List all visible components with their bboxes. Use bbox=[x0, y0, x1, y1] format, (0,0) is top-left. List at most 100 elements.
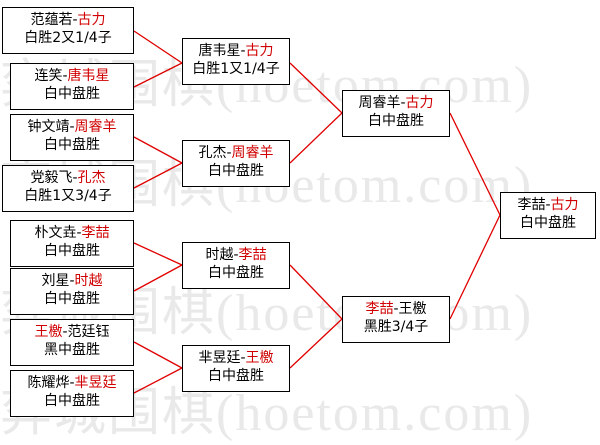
player-name: 孔杰 bbox=[198, 145, 227, 161]
bracket-line bbox=[289, 112, 343, 164]
bracket-line bbox=[133, 341, 183, 369]
match-box: 刘星-时越 白中盘胜 bbox=[10, 268, 134, 315]
match-players: 王檄-范廷钰 bbox=[11, 323, 133, 341]
bracket-line bbox=[133, 264, 183, 292]
match-box: 朴文垚-李喆 白中盘胜 bbox=[10, 220, 134, 267]
match-box: 周睿羊-古力 白中盘胜 bbox=[342, 90, 450, 137]
match-box: 唐韦星-古力 白胜1又1/4子 bbox=[182, 38, 290, 85]
separator: - bbox=[69, 375, 75, 391]
match-players: 连笑-唐韦星 bbox=[11, 67, 133, 85]
player-name: 党毅飞 bbox=[30, 170, 73, 186]
match-players: 唐韦星-古力 bbox=[183, 42, 289, 60]
bracket-line bbox=[289, 264, 343, 320]
match-result: 白中盘胜 bbox=[44, 291, 100, 307]
match-box: 范蕴若-古力 白胜2又1/4子 bbox=[2, 7, 134, 54]
match-box: 王檄-范廷钰 黑中盘胜 bbox=[10, 319, 134, 366]
match-box: 连笑-唐韦星 白中盘胜 bbox=[10, 63, 134, 110]
player-name: 周睿羊 bbox=[358, 95, 401, 111]
separator: - bbox=[240, 350, 246, 366]
match-players: 芈昱廷-王檄 bbox=[183, 349, 289, 367]
match-box: 时越-李喆 白中盘胜 bbox=[182, 242, 290, 289]
match-result: 白中盘胜 bbox=[368, 113, 424, 129]
match-result: 黑胜3/4子 bbox=[363, 319, 429, 335]
match-players: 钟文靖-周睿羊 bbox=[11, 118, 133, 136]
player-name: 刘星 bbox=[41, 273, 70, 289]
match-players: 党毅飞-孔杰 bbox=[3, 169, 133, 187]
separator: - bbox=[69, 119, 75, 135]
match-result: 白中盘胜 bbox=[44, 243, 100, 259]
match-result: 白中盘胜 bbox=[44, 393, 100, 409]
player-name-winner: 周睿羊 bbox=[74, 119, 117, 135]
bracket-lines bbox=[133, 30, 501, 394]
player-name: 范廷钰 bbox=[67, 324, 110, 340]
separator: - bbox=[62, 324, 68, 340]
player-name: 王檄 bbox=[398, 301, 427, 317]
player-name-winner: 古力 bbox=[245, 43, 274, 59]
match-result: 白中盘胜 bbox=[520, 215, 576, 231]
match-result: 黑中盘胜 bbox=[44, 342, 100, 358]
match-box: 陈耀烨-芈昱廷 白中盘胜 bbox=[10, 370, 134, 417]
match-result: 白中盘胜 bbox=[44, 86, 100, 102]
final-match-box: 李喆-古力 白中盘胜 bbox=[500, 192, 596, 239]
separator: - bbox=[72, 12, 78, 28]
player-name-winner: 王檄 bbox=[34, 324, 63, 340]
match-result: 白中盘胜 bbox=[208, 265, 264, 281]
player-name-winner: 古力 bbox=[405, 95, 434, 111]
match-players: 陈耀烨-芈昱廷 bbox=[11, 374, 133, 392]
bracket-line bbox=[133, 367, 183, 394]
player-name-winner: 王檄 bbox=[245, 350, 274, 366]
bracket-line bbox=[449, 214, 501, 320]
match-box: 芈昱廷-王檄 白中盘胜 bbox=[182, 345, 290, 392]
match-result: 白中盘胜 bbox=[44, 137, 100, 153]
match-players: 朴文垚-李喆 bbox=[11, 224, 133, 242]
match-result: 白胜1又1/4子 bbox=[192, 61, 280, 77]
player-name-winner: 古力 bbox=[550, 197, 579, 213]
match-players: 周睿羊-古力 bbox=[343, 94, 449, 112]
player-name-winner: 李喆 bbox=[365, 301, 394, 317]
player-name: 时越 bbox=[205, 247, 234, 263]
separator: - bbox=[62, 68, 68, 84]
bracket-line bbox=[133, 242, 183, 266]
separator: - bbox=[69, 273, 75, 289]
match-result: 白胜2又1/4子 bbox=[24, 30, 112, 46]
separator: - bbox=[76, 225, 82, 241]
player-name-winner: 芈昱廷 bbox=[74, 375, 117, 391]
player-name: 连笑 bbox=[34, 68, 63, 84]
player-name-winner: 周睿羊 bbox=[231, 145, 274, 161]
bracket-line bbox=[289, 62, 343, 114]
bracket-line bbox=[289, 318, 343, 369]
match-players: 范蕴若-古力 bbox=[3, 11, 133, 29]
match-result: 白中盘胜 bbox=[208, 368, 264, 384]
bracket-line bbox=[133, 62, 183, 88]
match-box: 党毅飞-孔杰 白胜1又3/4子 bbox=[2, 165, 134, 212]
player-name-winner: 时越 bbox=[74, 273, 103, 289]
separator: - bbox=[400, 95, 406, 111]
separator: - bbox=[545, 197, 551, 213]
player-name-winner: 李喆 bbox=[238, 247, 267, 263]
player-name-winner: 李喆 bbox=[81, 225, 110, 241]
bracket-line bbox=[133, 30, 183, 64]
player-name-winner: 孔杰 bbox=[77, 170, 106, 186]
match-box: 钟文靖-周睿羊 白中盘胜 bbox=[10, 114, 134, 161]
match-players: 刘星-时越 bbox=[11, 272, 133, 290]
match-players: 时越-李喆 bbox=[183, 246, 289, 264]
bracket-line bbox=[449, 112, 501, 216]
player-name: 陈耀烨 bbox=[27, 375, 70, 391]
separator: - bbox=[233, 247, 239, 263]
player-name: 朴文垚 bbox=[34, 225, 77, 241]
separator: - bbox=[72, 170, 78, 186]
player-name: 范蕴若 bbox=[30, 12, 73, 28]
player-name: 唐韦星 bbox=[198, 43, 241, 59]
bracket-line bbox=[133, 136, 183, 164]
player-name: 李喆 bbox=[517, 197, 546, 213]
bracket-line bbox=[133, 162, 183, 189]
separator: - bbox=[240, 43, 246, 59]
match-box: 李喆-王檄 黑胜3/4子 bbox=[342, 296, 450, 343]
player-name-winner: 古力 bbox=[77, 12, 106, 28]
match-result: 白中盘胜 bbox=[208, 163, 264, 179]
match-result: 白胜1又3/4子 bbox=[24, 188, 112, 204]
separator: - bbox=[226, 145, 232, 161]
match-box: 孔杰-周睿羊 白中盘胜 bbox=[182, 140, 290, 187]
match-players: 李喆-王檄 bbox=[343, 300, 449, 318]
player-name: 钟文靖 bbox=[27, 119, 70, 135]
